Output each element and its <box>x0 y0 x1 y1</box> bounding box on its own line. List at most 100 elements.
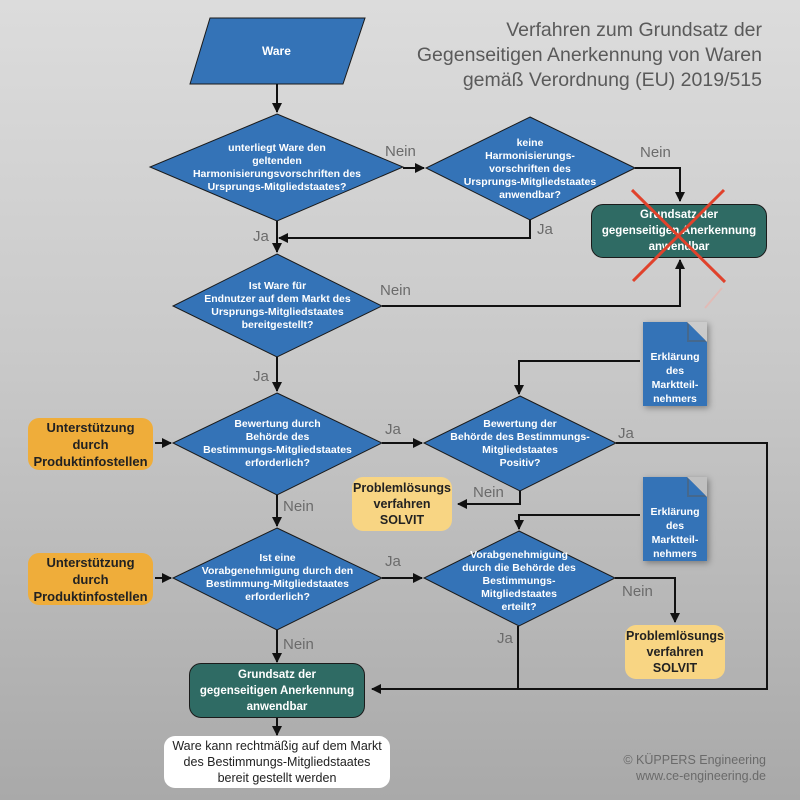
edge-label-d4-no: Nein <box>283 498 314 515</box>
decision-line: unterliegt Ware den <box>228 142 326 154</box>
decision-line: Bestimmungs- <box>482 574 556 587</box>
doc-line: Marktteil- <box>651 379 699 391</box>
decision-text-d5: Bewertung der Behörde des Bestimmungs- M… <box>445 408 595 480</box>
decision-text-d1: unterliegt Ware den geltenden Harmonisie… <box>170 130 384 206</box>
decision-line: Bestimmung-Mitgliedstaates <box>206 578 349 590</box>
box-line: verfahren <box>646 645 704 659</box>
decision-line: Harmonisierungs- <box>485 149 575 162</box>
start-label: Ware <box>262 44 291 58</box>
doc-line: Marktteil- <box>651 534 699 546</box>
cross-reflection <box>704 287 723 309</box>
support-box-2: Unterstützung durch Produktinfostellen <box>28 553 153 605</box>
document-icon <box>643 477 707 561</box>
start-shape-ware <box>189 17 366 85</box>
document-declaration-1: Erklärung des Marktteil- nehmers <box>643 322 707 406</box>
decision-line: durch die Behörde des <box>462 561 576 574</box>
box-line: gegenseitigen Anerkennung <box>601 225 757 237</box>
box-line: Unterstützung <box>46 419 135 435</box>
title-line-3: gemäß Verordnung (EU) 2019/515 <box>462 69 762 91</box>
decision-text-d6: Ist eine Vorabgenehmigung durch den Best… <box>190 542 365 614</box>
edge-label-d3-no: Nein <box>380 282 411 299</box>
decision-line: Mitgliedstaates <box>482 444 558 456</box>
support-box-1: Unterstützung durch Produktinfostellen <box>28 418 153 470</box>
decision-line: Bestimmungs-Mitgliedstaates <box>203 444 352 456</box>
edge-label-d7-no: Nein <box>622 583 653 600</box>
edge-label-d4-yes: Ja <box>385 421 401 438</box>
box-line: SOLVIT <box>379 513 425 527</box>
result-box: Ware kann rechtmäßig auf dem Markt des B… <box>164 736 390 788</box>
edge-label-d6-no: Nein <box>283 636 314 653</box>
decision-line: Harmonisierungsvorschriften des <box>192 168 362 180</box>
edge-d3-no <box>382 259 685 307</box>
edge-d2-yes <box>278 220 531 243</box>
doc-line: nehmers <box>653 548 697 560</box>
decision-line: Endnutzer auf dem Markt des <box>204 293 351 305</box>
box-line: Ware kann rechtmäßig auf dem Markt <box>172 739 382 753</box>
box-line: Problemlösungs <box>626 629 724 643</box>
decision-text-d4: Bewertung durch Behörde des Bestimmungs-… <box>190 408 365 480</box>
diagram-title: Verfahren zum Grundsatz der Gegenseitige… <box>417 18 762 93</box>
edge-label-d5-yes: Ja <box>618 425 634 442</box>
edge-label-d1-no: Nein <box>385 143 416 160</box>
decision-line: Ursprungs-Mitgliedstaates <box>211 306 344 318</box>
decision-line: Ursprungs-Mitgliedstaates <box>463 175 597 188</box>
box-line: Grundsatz der <box>238 668 316 681</box>
decision-line: erforderlich? <box>245 457 310 469</box>
title-line-2: Gegenseitigen Anerkennung von Waren <box>416 44 762 66</box>
box-line: anwendbar <box>246 700 308 713</box>
decision-line: Ist Ware für <box>248 280 307 292</box>
decision-line: Ist eine <box>259 552 296 564</box>
edge-label-d3-yes: Ja <box>253 368 269 385</box>
decision-line: keine <box>516 136 544 149</box>
decision-text-d3: Ist Ware für Endnutzer auf dem Markt des… <box>190 270 365 342</box>
decision-line: Vorabgenehmigung durch den <box>201 565 354 577</box>
decision-line: erteilt? <box>501 600 537 613</box>
decision-line: Mitgliedstaates <box>481 587 557 600</box>
decision-line: anwendbar? <box>499 188 561 201</box>
decision-text-d7: Vorabgenehmigung durch die Behörde des B… <box>445 545 593 617</box>
edge-label-d2-yes: Ja <box>537 221 553 238</box>
box-line: verfahren <box>373 497 431 511</box>
decision-line: Ursprungs-Mitgliedstaates? <box>207 181 347 193</box>
doc-line: nehmers <box>653 393 697 405</box>
edge-d7-no <box>615 577 680 623</box>
edge-label-d6-yes: Ja <box>385 553 401 570</box>
box-line: Produktinfostellen <box>33 588 148 604</box>
doc-line: Erklärung <box>650 351 700 363</box>
solvit-box-1: Problemlösungs verfahren SOLVIT <box>352 477 452 531</box>
edge-label-d2-no: Nein <box>640 144 671 161</box>
decision-line: geltenden <box>252 155 302 167</box>
edge-label-d7-yes: Ja <box>497 630 513 647</box>
copyright-text: © KÜPPERS Engineering <box>623 753 766 767</box>
box-line: Problemlösungs <box>353 481 451 495</box>
box-line: Unterstützung <box>46 554 135 570</box>
edge-doc1-d5 <box>514 360 640 395</box>
edge-doc2-d7 <box>514 514 640 530</box>
box-line: Produktinfostellen <box>33 453 148 469</box>
principle-box-final: Grundsatz der gegenseitigen Anerkennung … <box>189 663 365 718</box>
box-line: gegenseitigen Anerkennung <box>199 684 355 697</box>
decision-line: Vorabgenehmigung <box>470 548 568 561</box>
decision-line: bereitgestellt? <box>241 319 314 331</box>
doc-line: des <box>665 365 685 377</box>
doc-line: Erklärung <box>650 506 700 518</box>
edge-d5-yes <box>371 442 768 694</box>
solvit-box-2: Problemlösungs verfahren SOLVIT <box>625 625 725 679</box>
edge-label-d5-no: Nein <box>473 484 504 501</box>
box-line: bereit gestellt werden <box>217 771 337 785</box>
edge-d5-no <box>457 491 521 509</box>
edge-d2-no <box>635 167 685 202</box>
decision-line: erforderlich? <box>245 591 310 603</box>
principle-box-crossed: Grundsatz der gegenseitigen Anerkennung … <box>591 204 767 258</box>
decision-line: Positiv? <box>499 457 541 469</box>
footer-credits: © KÜPPERS Engineering www.ce-engineering… <box>623 752 766 784</box>
box-line: durch <box>72 436 109 452</box>
document-icon <box>643 322 707 406</box>
decision-line: Bewertung der <box>483 418 557 430</box>
website-link[interactable]: www.ce-engineering.de <box>636 769 766 783</box>
title-line-1: Verfahren zum Grundsatz der <box>506 19 762 41</box>
box-line: SOLVIT <box>652 661 698 675</box>
decision-text-d2: keine Harmonisierungs- vorschriften des … <box>450 133 610 205</box>
